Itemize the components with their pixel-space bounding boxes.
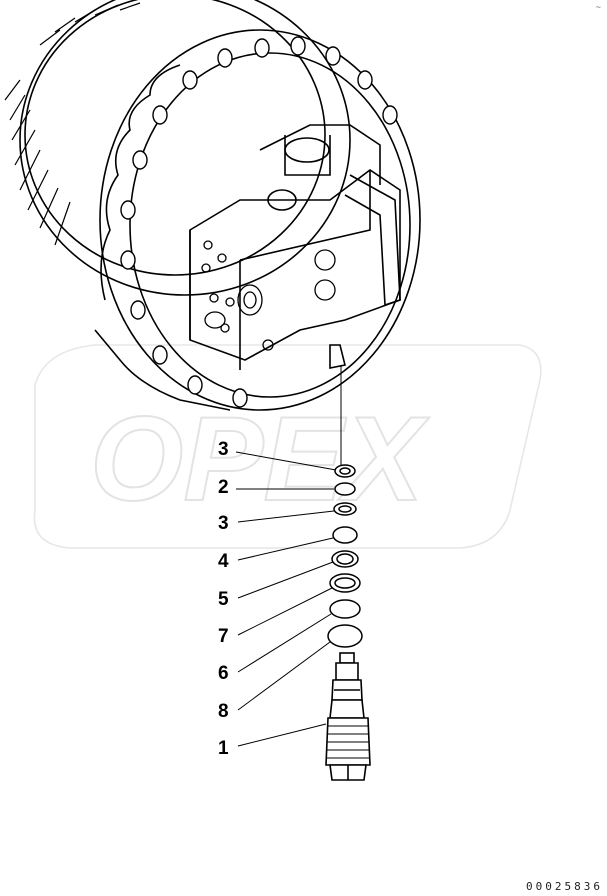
part-5-backup-ring [331, 550, 359, 568]
part-6-o-ring [329, 599, 361, 619]
watermark: OPEX [33, 344, 542, 549]
corner-mark: ~ [595, 2, 601, 12]
callout-5: 5 [218, 589, 229, 610]
document-number: 00025836 [526, 880, 603, 893]
part-4-o-ring [332, 526, 358, 544]
leader-lines [235, 451, 337, 747]
watermark-text: OPEX [90, 392, 430, 526]
callout-2: 2 [218, 477, 229, 498]
callout-1: 1 [218, 738, 229, 759]
callout-3-upper: 3 [218, 439, 229, 460]
part-3-lower-backup-ring [333, 502, 357, 516]
callout-3-lower: 3 [218, 513, 229, 534]
callout-4: 4 [218, 551, 229, 572]
part-3-upper-backup-ring [334, 464, 356, 478]
part-8-o-ring [327, 624, 363, 648]
callout-6: 6 [218, 663, 229, 684]
part-2-o-ring [334, 482, 356, 496]
callout-8: 8 [218, 701, 229, 722]
part-1-relief-valve [325, 652, 371, 781]
travel-motor-assembly [4, 0, 421, 411]
parts-stack [327, 464, 363, 648]
callout-7: 7 [218, 626, 229, 647]
part-7-backup-ring [329, 573, 361, 593]
